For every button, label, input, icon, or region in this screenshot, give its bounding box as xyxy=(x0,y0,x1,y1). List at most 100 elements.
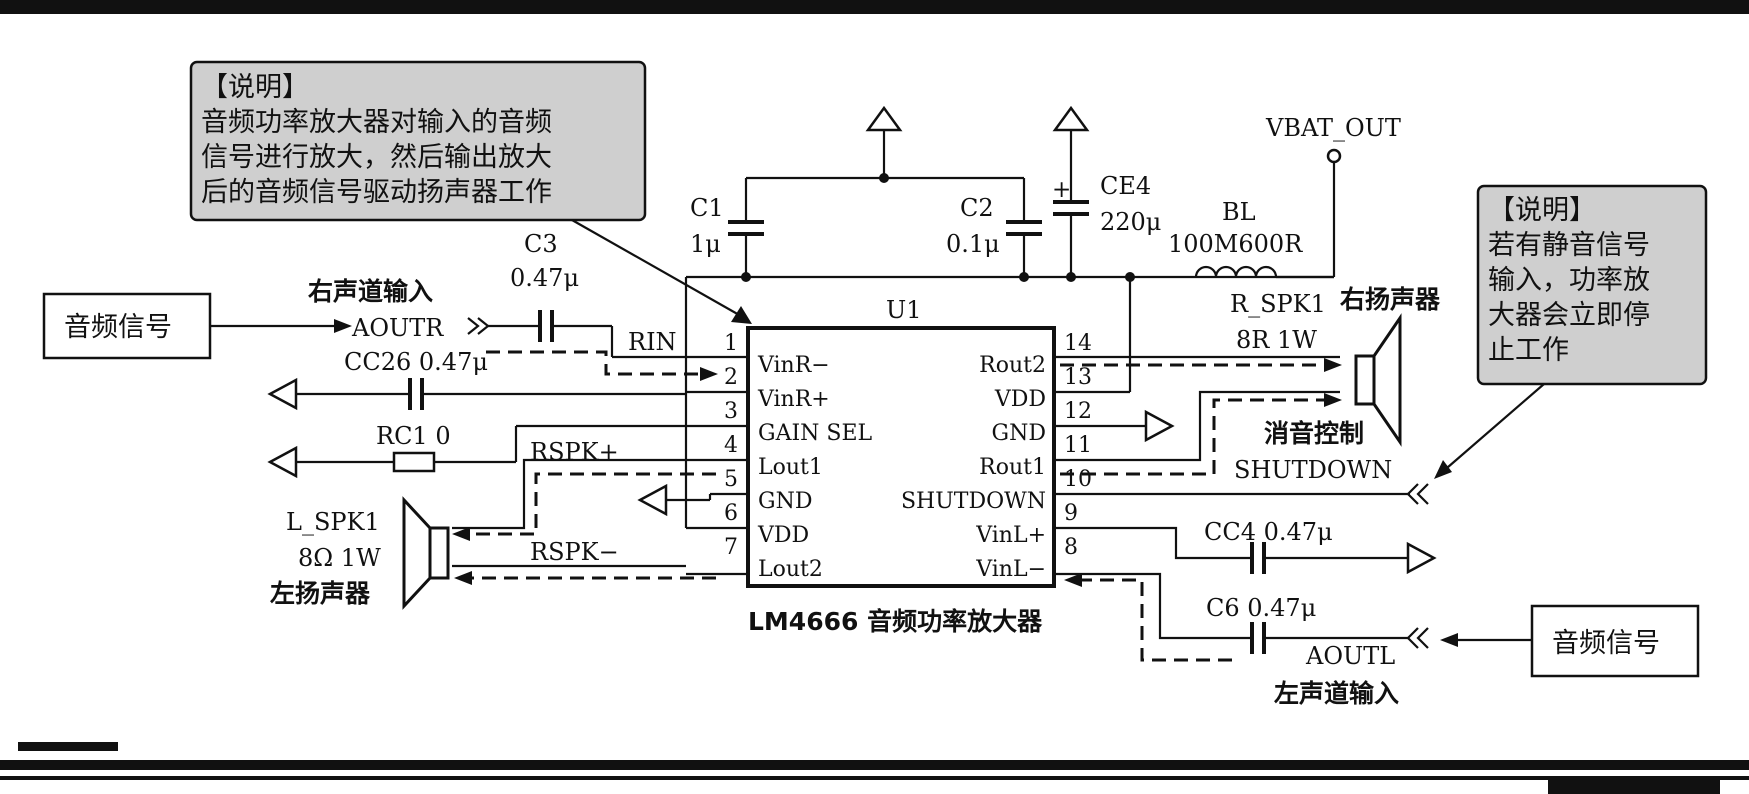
note-right: 【说明】 若有静音信号 输入，功率放 大器会立即停 止工作 xyxy=(1476,184,1708,386)
ic-u1: U1 LM4666 音频功率放大器 VinR− VinR+ GAIN SEL L… xyxy=(724,296,1092,636)
svg-text:+: + xyxy=(1052,177,1071,203)
pin-name-9: VinL+ xyxy=(975,523,1046,548)
note-left-pointer xyxy=(571,219,749,321)
right-signal-box-label: 音频信号 xyxy=(1552,628,1660,659)
pin-name-10: SHUTDOWN xyxy=(901,489,1046,514)
right-pin-stubs xyxy=(1054,355,1100,576)
mute-control-label: 消音控制 xyxy=(1264,419,1364,448)
cc26-label: CC26 0.47μ xyxy=(344,348,488,376)
shutdown-connector-icon xyxy=(1406,483,1429,505)
power-rail: + xyxy=(684,105,1342,528)
aoutl-label: AOUTL xyxy=(1305,642,1395,670)
pin-num-1: 1 xyxy=(724,331,738,356)
note-left-line: 后的音频信号驱动扬声器工作 xyxy=(201,177,552,208)
rout1-signal-path xyxy=(1060,398,1330,476)
right-signal-box xyxy=(1530,604,1700,678)
bottom-right-mark xyxy=(1548,780,1720,794)
pin-name-2: VinR+ xyxy=(757,387,830,412)
note-left: 【说明】 音频功率放大器对输入的音频 信号进行放大，然后输出放大 后的音频信号驱… xyxy=(189,60,647,222)
r-spk-name: 右扬声器 xyxy=(1340,285,1441,314)
note-left-arrowhead xyxy=(731,306,752,324)
note-right-pointer xyxy=(1439,383,1545,475)
c2-value: 0.1μ xyxy=(946,230,1000,258)
c3-ref: C3 xyxy=(524,230,558,258)
pin12-ground-icon xyxy=(1144,409,1175,443)
pin-num-10: 10 xyxy=(1064,467,1092,492)
pin-num-11: 11 xyxy=(1064,433,1092,458)
c3-value: 0.47μ xyxy=(510,264,579,292)
note-left-line: 信号进行放大，然后输出放大 xyxy=(201,142,552,173)
cc4-ground-icon xyxy=(1406,541,1437,575)
pin-num-7: 7 xyxy=(724,535,738,560)
aoutr-connector-icon xyxy=(467,317,490,335)
pin-name-3: GAIN SEL xyxy=(758,421,873,446)
bottom-left-mark xyxy=(18,742,118,751)
pin-name-14: Rout2 xyxy=(979,353,1046,378)
l-spk-ref: L_SPK1 xyxy=(286,508,380,536)
pin-name-4: Lout1 xyxy=(758,455,823,480)
pin-num-12: 12 xyxy=(1064,399,1092,424)
pin-num-14: 14 xyxy=(1064,331,1092,356)
pin5-ground-icon xyxy=(637,483,668,517)
note-right-line: 若有静音信号 xyxy=(1488,230,1650,261)
left-pin-stubs xyxy=(686,355,748,576)
pin-name-8: VinL− xyxy=(975,557,1046,582)
note-right-line: 大器会立即停 xyxy=(1488,300,1650,331)
c1-ref: C1 xyxy=(690,194,724,222)
ic-caption: LM4666 音频功率放大器 xyxy=(748,607,1043,636)
note-left-title: 【说明】 xyxy=(201,72,309,103)
l-spk-name: 左扬声器 xyxy=(270,579,371,608)
cc4-label: CC4 0.47μ xyxy=(1204,518,1333,546)
c6-label: C6 0.47μ xyxy=(1206,594,1316,622)
rspk-plus-label: RSPK+ xyxy=(530,438,619,466)
rspk-minus-label: RSPK− xyxy=(530,538,619,566)
right-signal-arrowhead xyxy=(1440,633,1458,647)
pin-name-6: VDD xyxy=(757,523,809,548)
note-left-line: 音频功率放大器对输入的音频 xyxy=(201,107,552,138)
cc26-ground-icon xyxy=(267,377,298,411)
aoutr-label: AOUTR xyxy=(351,314,444,342)
note-right-line: 输入，功率放 xyxy=(1488,265,1650,296)
vbat-label: VBAT_OUT xyxy=(1265,114,1401,142)
left-signal-box-label: 音频信号 xyxy=(64,312,172,343)
left-input-label: 左声道输入 xyxy=(1274,679,1399,708)
ce4-value: 220μ xyxy=(1100,208,1161,236)
r-spk-value: 8R 1W xyxy=(1236,326,1317,354)
note-right-arrowhead xyxy=(1434,460,1452,479)
pin-name-13: VDD xyxy=(994,387,1046,412)
pin-num-3: 3 xyxy=(724,399,738,424)
top-border-bar xyxy=(0,0,1749,14)
aoutl-connector-icon xyxy=(1406,627,1429,649)
r-spk-ref: R_SPK1 xyxy=(1230,290,1326,318)
bottom-border-bar xyxy=(0,760,1749,770)
note-left-box xyxy=(189,60,647,222)
rc1-ground-icon xyxy=(267,445,298,479)
pin-name-12: GND xyxy=(992,421,1046,446)
pin-name-1: VinR− xyxy=(757,353,830,378)
rc1-label: RC1 0 xyxy=(376,422,451,450)
c2-ref: C2 xyxy=(960,194,994,222)
vinl-signal-path xyxy=(1076,578,1232,662)
rin-label: RIN xyxy=(628,328,677,356)
left-speaker-icon xyxy=(402,496,450,610)
pin-num-4: 4 xyxy=(724,433,738,458)
right-input-label: 右声道输入 xyxy=(308,277,433,306)
c1-value: 1μ xyxy=(690,230,721,258)
ic-ref: U1 xyxy=(886,296,922,324)
pin-name-5: GND xyxy=(758,489,812,514)
pin-name-7: Lout2 xyxy=(758,557,823,582)
pin-num-9: 9 xyxy=(1064,501,1078,526)
ce4-ref: CE4 xyxy=(1100,172,1151,200)
pin-num-13: 13 xyxy=(1064,365,1092,390)
bl-ref: BL xyxy=(1222,198,1256,226)
lout1-signal-path xyxy=(464,472,716,536)
note-right-title: 【说明】 xyxy=(1488,195,1596,226)
pin-name-11: Rout1 xyxy=(979,455,1046,480)
bl-value: 100M600R xyxy=(1168,230,1303,258)
note-right-box xyxy=(1476,184,1708,386)
pin-num-6: 6 xyxy=(724,501,738,526)
note-right-line: 止工作 xyxy=(1488,335,1569,366)
ic-body xyxy=(746,326,1056,588)
pin-num-5: 5 xyxy=(724,467,738,492)
